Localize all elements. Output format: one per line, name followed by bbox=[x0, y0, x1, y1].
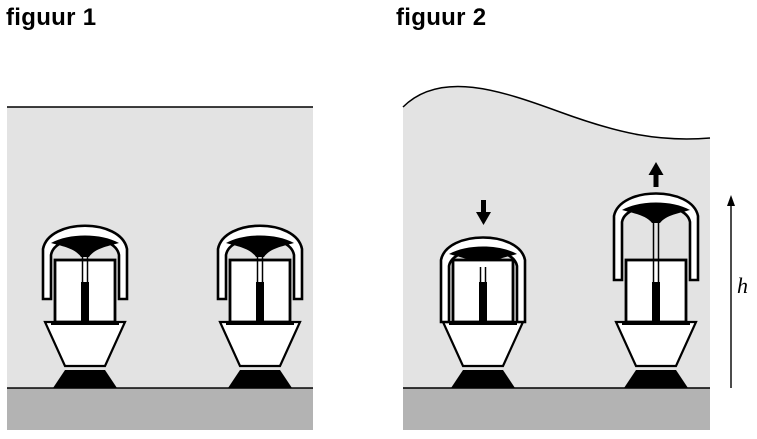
height-arrow-icon bbox=[727, 195, 735, 388]
wave-device-1 bbox=[41, 224, 129, 388]
arrow-down-icon bbox=[476, 200, 491, 225]
arrow-up-icon bbox=[648, 162, 664, 187]
seabed bbox=[7, 388, 313, 430]
height-label: h bbox=[737, 273, 748, 298]
wave-surface bbox=[402, 85, 711, 140]
wave-device-2 bbox=[216, 224, 304, 388]
figure-1-scene bbox=[7, 106, 313, 430]
figure-2-title: figuur 2 bbox=[396, 4, 487, 31]
figure-2-scene: h bbox=[402, 85, 748, 430]
seabed bbox=[403, 388, 710, 430]
wave-device-4 bbox=[612, 192, 700, 388]
wave-device-3 bbox=[439, 236, 527, 388]
figure-1-title: figuur 1 bbox=[6, 4, 97, 31]
